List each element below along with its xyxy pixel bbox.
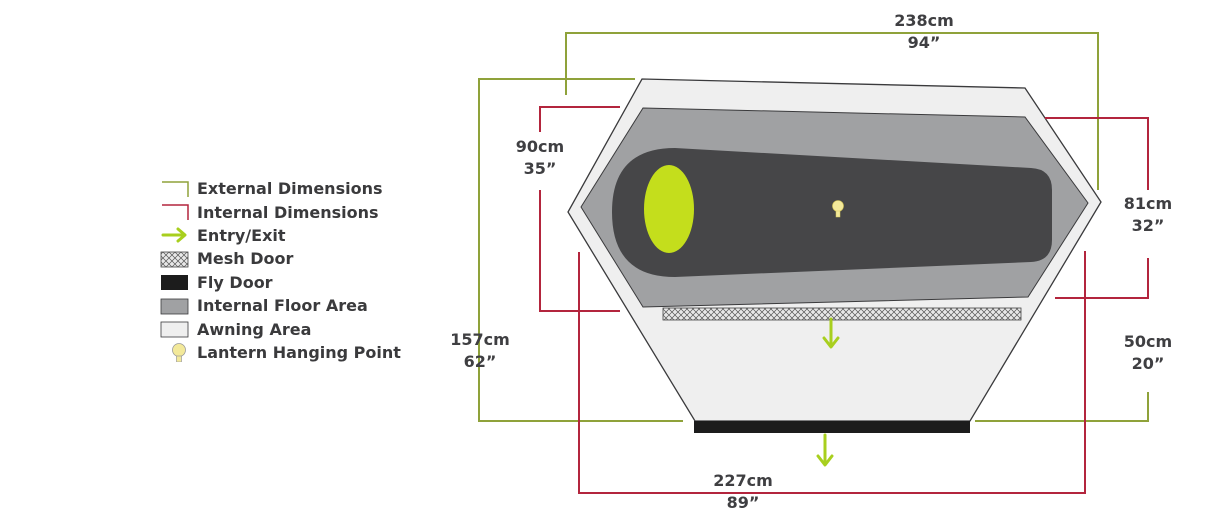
legend-label: Internal Floor Area <box>197 296 368 316</box>
internal-end-left-imperial: 35” <box>523 159 557 178</box>
external-width-metric: 238cm <box>894 11 954 30</box>
internal-dimension-lines <box>539 106 1149 494</box>
internal-end-left-bracket <box>540 107 620 132</box>
external-length-metric: 157cm <box>450 330 510 349</box>
lightbulb-icon <box>172 343 186 363</box>
fly-door-swatch-icon <box>161 275 188 291</box>
legend-item-entry: Entry/Exit <box>160 224 401 247</box>
awning-swatch-icon <box>160 321 189 338</box>
legend-label: Lantern Hanging Point <box>197 342 401 362</box>
legend-label: Entry/Exit <box>197 225 286 245</box>
internal-dimension-bracket-icon <box>162 204 189 221</box>
legend-label: Mesh Door <box>197 249 294 269</box>
entry-exit-arrow-icon <box>816 433 834 467</box>
external-length-label: 157cm 62” <box>440 329 520 373</box>
sleeping-bag-hood <box>644 165 694 253</box>
legend-label: External Dimensions <box>197 179 383 199</box>
awning-depth-metric: 50cm <box>1123 332 1173 351</box>
lantern-hanging-point-icon <box>832 200 844 218</box>
internal-width-label: 227cm 89” <box>703 470 783 514</box>
external-width-bracket <box>565 32 1099 190</box>
awning-depth-bracket <box>975 392 1149 422</box>
internal-end-left-line <box>539 106 620 312</box>
external-width-imperial: 94” <box>907 33 941 52</box>
legend: External Dimensions Internal Dimensions … <box>160 177 401 364</box>
internal-floor-swatch-icon <box>160 298 189 315</box>
external-length-bracket <box>478 78 683 422</box>
external-width-label: 238cm 94” <box>884 10 964 54</box>
legend-label: Fly Door <box>197 272 273 292</box>
internal-end-left-label: 90cm 35” <box>500 136 580 180</box>
internal-width-line <box>578 251 1086 494</box>
awning-depth-label: 50cm 20” <box>1108 331 1188 375</box>
internal-width-metric: 227cm <box>713 471 773 490</box>
legend-item-fly: Fly Door <box>160 271 401 294</box>
internal-end-right-label: 81cm 32” <box>1108 193 1188 237</box>
legend-label: Internal Dimensions <box>197 202 379 222</box>
awning-depth-imperial: 20” <box>1131 354 1165 373</box>
arrow-right-icon <box>161 227 187 243</box>
external-dimension-bracket-icon <box>162 180 189 197</box>
internal-end-right-metric: 81cm <box>1123 194 1173 213</box>
external-length-imperial: 62” <box>463 352 497 371</box>
entry-exit-arrow-icon <box>822 317 840 349</box>
legend-item-floor: Internal Floor Area <box>160 294 401 317</box>
internal-width-imperial: 89” <box>726 493 760 512</box>
external-dimension-lines <box>478 32 1149 422</box>
mesh-door <box>662 307 1022 321</box>
internal-end-right-imperial: 32” <box>1131 216 1165 235</box>
mesh-door-swatch-icon <box>160 251 189 268</box>
legend-item-external: External Dimensions <box>160 177 401 200</box>
legend-label: Awning Area <box>197 319 312 339</box>
sleeping-bag-shape <box>612 148 1052 277</box>
legend-item-lantern: Lantern Hanging Point <box>160 341 401 364</box>
internal-end-left-metric: 90cm <box>515 137 565 156</box>
legend-item-mesh: Mesh Door <box>160 247 401 270</box>
fly-door <box>694 421 970 433</box>
legend-item-awning: Awning Area <box>160 317 401 340</box>
legend-item-internal: Internal Dimensions <box>160 200 401 223</box>
